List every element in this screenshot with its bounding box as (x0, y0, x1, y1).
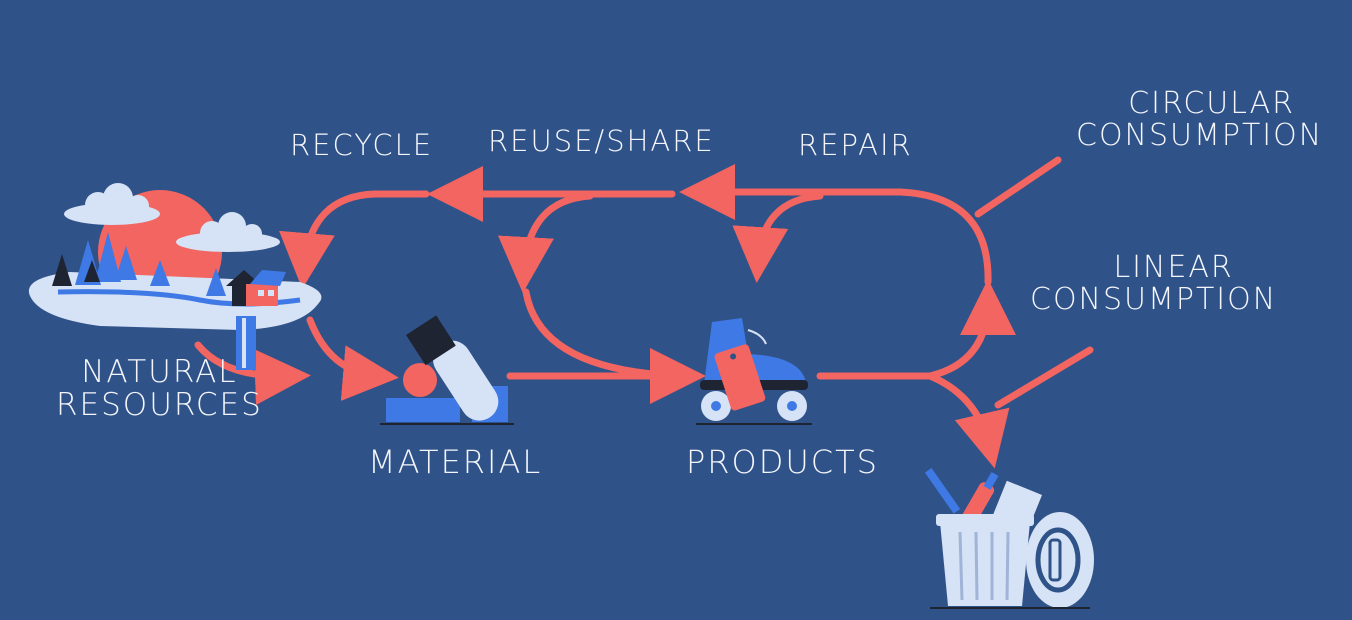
label-repair: REPAIR (798, 128, 913, 162)
material-blocks-icon (380, 315, 514, 425)
arrow-linear-to-trash (926, 372, 1010, 469)
arrow-resources-to-material (194, 341, 311, 406)
pointer-circular (974, 156, 1062, 218)
label-circular-line2: CONSUMPTION (1076, 117, 1324, 153)
pointer-linear (994, 346, 1094, 409)
arrow-recycle-arc (279, 190, 430, 289)
label-recycle: RECYCLE (290, 128, 434, 162)
label-circular-line1: CIRCULAR (1128, 86, 1296, 121)
label-material: MATERIAL (368, 443, 543, 481)
label-linear-line1: LINEAR (1113, 250, 1234, 285)
label-reuse-share: REUSE/SHARE (488, 124, 715, 158)
arrow-circular-loop (679, 164, 992, 286)
label-natural-line2: RESOURCES (56, 386, 263, 423)
label-circular-consumption: CIRCULAR CONSUMPTION (1076, 86, 1323, 151)
arrow-reuse-arc (498, 192, 594, 293)
arrow-circular-branch (926, 279, 1016, 380)
roller-skate-icon (696, 318, 812, 425)
label-natural-resources: NATURAL RESOURCES (56, 356, 263, 421)
landscape-icon (28, 183, 322, 370)
arrow-recycle-to-material (306, 316, 399, 401)
label-linear-line2: CONSUMPTION (1030, 281, 1278, 317)
arrow-reuse-loop (522, 288, 689, 380)
label-natural-line1: NATURAL (81, 354, 238, 390)
label-linear-consumption: LINEAR CONSUMPTION (1030, 250, 1277, 315)
trash-can-icon (924, 468, 1094, 609)
flow-arrows (194, 156, 1094, 469)
label-products: PRODUCTS (686, 443, 879, 481)
arrow-repair-arc (732, 192, 824, 283)
